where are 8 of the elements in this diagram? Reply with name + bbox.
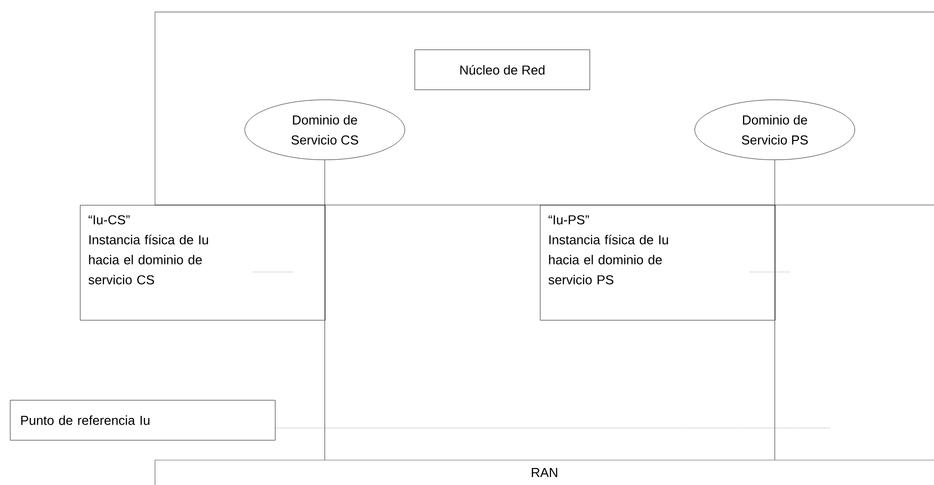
connector-line [324,160,325,460]
core-network-frame [154,12,934,206]
interface-box: “Iu-PS” Instancia física de Iu hacia el dominio de servicio PS [540,205,776,320]
ran-frame: RAN [154,460,934,485]
label-box: Punto de referencia Iu [10,400,276,440]
connector-line [774,160,775,460]
label-box: Núcleo de Red [414,50,590,90]
interface-box: “Iu-CS” Instancia física de Iu hacia el dominio de servicio CS [80,205,326,320]
